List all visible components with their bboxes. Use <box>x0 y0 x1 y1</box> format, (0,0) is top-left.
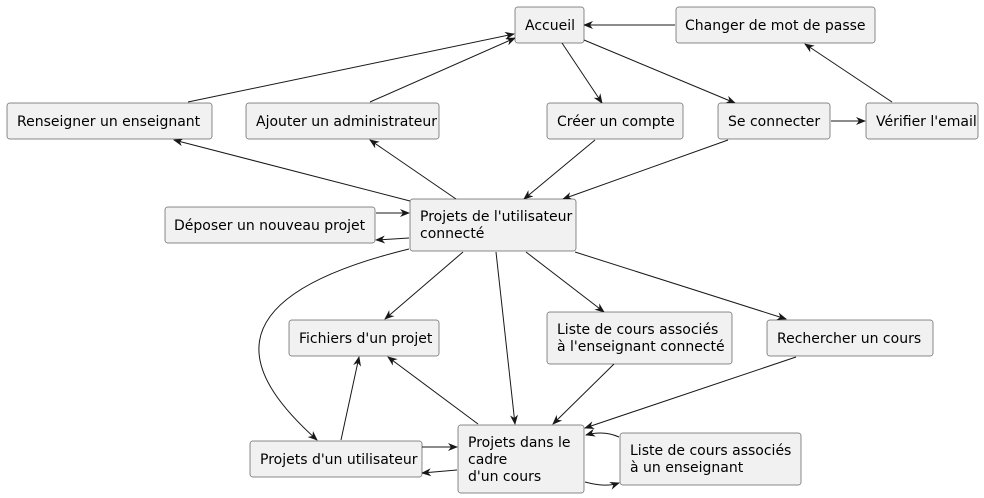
node-liste-cours-connecte: Liste de cours associés à l'enseignant c… <box>546 311 733 365</box>
node-liste-cours-connecte-label-line2: à l'enseignant connecté <box>557 339 725 355</box>
node-verifier-email: Vérifier l'email <box>865 102 979 140</box>
edge-projets-connecte-to-rechercher <box>574 251 787 321</box>
edge-liste-cours-connecte-to-projets-cours <box>552 363 615 425</box>
edge-accueil-to-creer-compte <box>561 42 603 104</box>
node-liste-cours-enseignant-label-line2: à un enseignant <box>630 460 744 476</box>
node-changer-mdp-label: Changer de mot de passe <box>685 18 866 34</box>
edge-projets-connecte-to-projets-user <box>258 248 410 441</box>
node-changer-mdp: Changer de mot de passe <box>675 6 876 44</box>
node-projets-utilisateur: Projets d'un utilisateur <box>249 440 423 478</box>
node-projets-utilisateur-label: Projets d'un utilisateur <box>260 452 418 468</box>
node-creer-compte: Créer un compte <box>546 102 684 140</box>
node-ajouter-admin-label: Ajouter un administrateur <box>256 114 437 130</box>
edge-projets-connecte-to-renseigner <box>173 138 411 202</box>
node-projets-cours-label-line1: Projets dans le <box>468 435 571 451</box>
node-ajouter-admin: Ajouter un administrateur <box>245 102 440 140</box>
edge-projets-connecte-to-ajouter-admin <box>369 139 457 200</box>
edge-liste-cours-ens-to-projets-cours <box>585 428 620 438</box>
node-verifier-email-label: Vérifier l'email <box>876 114 977 130</box>
edge-projets-connecte-to-projets-cours <box>495 251 518 425</box>
edge-renseigner-to-accueil <box>187 31 515 103</box>
node-deposer: Déposer un nouveau projet <box>164 206 376 244</box>
node-liste-cours-enseignant-label-line1: Liste de cours associés <box>630 443 791 459</box>
node-fichiers-projet-label: Fichiers d'un projet <box>299 331 433 347</box>
edges-layer <box>173 21 893 490</box>
node-liste-cours-connecte-label-line1: Liste de cours associés <box>557 322 718 338</box>
edge-se-connecter-to-projets-connecte <box>562 139 729 200</box>
node-deposer-label: Déposer un nouveau projet <box>174 218 366 234</box>
node-renseigner-label: Renseigner un enseignant <box>17 114 201 130</box>
node-accueil: Accueil <box>514 6 585 44</box>
node-se-connecter-label: Se connecter <box>728 114 820 130</box>
node-se-connecter: Se connecter <box>717 102 831 140</box>
nodes-layer: Accueil Changer de mot de passe Renseign… <box>6 6 979 494</box>
node-projets-utilisateur-connecte-label-line2: connecté <box>420 226 484 242</box>
node-rechercher-cours: Rechercher un cours <box>766 319 934 357</box>
edge-projets-user-to-fichiers <box>340 356 362 441</box>
edge-accueil-to-se-connecter <box>583 39 736 104</box>
node-projets-cours-label-line2: cadre <box>468 452 507 468</box>
node-projets-cours: Projets dans le cadre d'un cours <box>457 424 585 494</box>
node-accueil-label: Accueil <box>525 18 575 34</box>
edge-projets-connecte-to-deposer <box>375 235 410 244</box>
node-liste-cours-enseignant: Liste de cours associés à un enseignant <box>619 432 802 486</box>
node-renseigner: Renseigner un enseignant <box>6 102 213 140</box>
node-rechercher-cours-label: Rechercher un cours <box>777 331 921 347</box>
edge-projets-connecte-to-liste-cours-connecte <box>525 251 605 313</box>
node-projets-utilisateur-connecte-label-line1: Projets de l'utilisateur <box>420 209 573 225</box>
node-projets-utilisateur-connecte: Projets de l'utilisateur connecté <box>409 198 577 252</box>
node-fichiers-projet: Fichiers d'un projet <box>288 319 440 357</box>
edge-projets-cours-to-liste-cours-ens <box>584 481 620 490</box>
edge-projets-cours-to-fichiers <box>387 356 479 425</box>
edge-verifier-email-to-changer-mdp <box>804 43 893 103</box>
node-projets-cours-label-line3: d'un cours <box>468 469 541 485</box>
edge-rechercher-to-projets-cours <box>584 356 797 429</box>
edge-projets-connecte-to-fichiers <box>384 251 464 320</box>
edge-projets-cours-to-projets-user <box>421 468 458 477</box>
edge-ajouter-admin-to-accueil <box>369 37 516 103</box>
node-creer-compte-label: Créer un compte <box>557 114 675 130</box>
edge-creer-compte-to-projets-connecte <box>523 139 596 200</box>
